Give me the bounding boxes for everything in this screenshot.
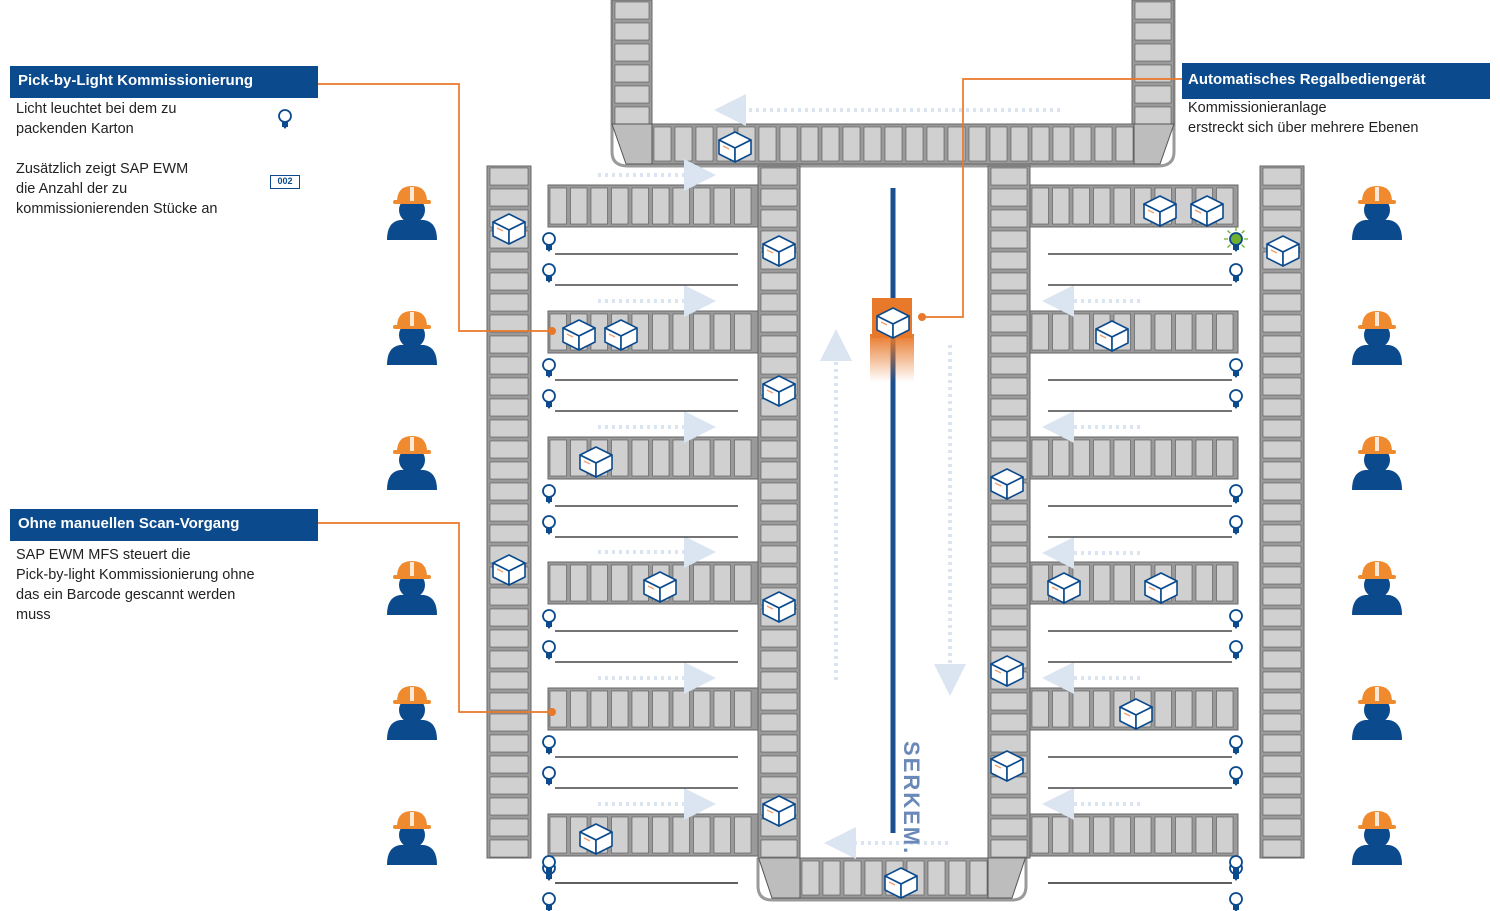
bulb-icon (542, 735, 556, 755)
worker-icon (1352, 186, 1402, 240)
shelf-conveyor (547, 687, 759, 731)
box-icon (492, 213, 526, 245)
bulb-icon (542, 640, 556, 660)
pick-by-light-sap-text: Zusätzlich zeigt SAP EWM die Anzahl der … (16, 161, 218, 217)
box-icon (492, 554, 526, 586)
counter-display: 002 (270, 175, 300, 189)
worker-icon (387, 186, 437, 240)
box-icon (643, 571, 677, 603)
shelf-conveyor (1029, 813, 1239, 857)
shelf-lines (555, 253, 1232, 884)
box-icon (1266, 235, 1300, 267)
serkem-logo: SERKEM. (899, 741, 924, 855)
worker-icon (387, 686, 437, 740)
bulb-icon (542, 358, 556, 378)
worker-icon (387, 811, 437, 865)
workers (387, 186, 1402, 865)
box-icon (990, 750, 1024, 782)
bulb-icon (542, 766, 556, 786)
bulb-icon (542, 609, 556, 629)
legend-icons (278, 109, 292, 129)
bulb-icon (542, 232, 556, 252)
shelf-conveyor (1029, 561, 1239, 605)
worker-icon (387, 436, 437, 490)
vertical-conveyor (1259, 165, 1305, 859)
shelf-conveyor (1029, 436, 1239, 480)
bulb-icon (278, 109, 292, 129)
box-icon (1143, 195, 1177, 227)
box-icon (762, 375, 796, 407)
box-icon (990, 655, 1024, 687)
bulb-icon (542, 515, 556, 535)
bulb-icon (542, 484, 556, 504)
bulb-icon (1229, 855, 1243, 875)
bulb-icon (1229, 515, 1243, 535)
scan-text: SAP EWM MFS steuert die Pick-by-light Ko… (16, 547, 255, 623)
worker-icon (1352, 311, 1402, 365)
box-icon (562, 319, 596, 351)
conveyor-system (486, 0, 1305, 902)
bulb-icon (542, 263, 556, 283)
rbg-text: Kommissionieranlage erstreckt sich über … (1188, 100, 1419, 136)
vertical-conveyor (611, 0, 653, 126)
aisle (598, 94, 1140, 859)
boxes (492, 131, 1300, 899)
pick-by-light-title: Pick-by-Light Kommissionierung (10, 66, 318, 98)
pick-lights (542, 227, 1248, 911)
bulb-icon (1229, 609, 1243, 629)
bulb-icon (1224, 227, 1248, 252)
bulb-icon (1229, 484, 1243, 504)
box-icon (718, 131, 752, 163)
worker-icon (1352, 811, 1402, 865)
box-icon (1144, 572, 1178, 604)
scan-title: Ohne manuellen Scan-Vorgang (10, 509, 318, 541)
bulb-icon (542, 892, 556, 911)
box-icon (762, 591, 796, 623)
bulb-icon (1229, 358, 1243, 378)
bulb-icon (1229, 389, 1243, 409)
shelf-conveyor (1029, 310, 1239, 354)
bulb-icon (1229, 766, 1243, 786)
vertical-conveyor (486, 165, 532, 859)
vertical-conveyor (1131, 0, 1175, 126)
leader-lines (318, 78, 1182, 716)
box-icon (1190, 195, 1224, 227)
box-icon (579, 446, 613, 478)
bulb-icon (542, 855, 556, 875)
box-icon (1119, 698, 1153, 730)
box-icon (876, 307, 910, 339)
bulb-icon (542, 389, 556, 409)
box-icon (579, 823, 613, 855)
shelf-conveyor (547, 813, 759, 857)
vertical-conveyor (757, 165, 801, 859)
worker-icon (387, 561, 437, 615)
shelf-conveyor (547, 184, 759, 228)
bulb-icon (1229, 892, 1243, 911)
box-icon (762, 795, 796, 827)
worker-icon (387, 311, 437, 365)
box-icon (884, 867, 918, 899)
box-icon (604, 319, 638, 351)
box-icon (1095, 320, 1129, 352)
worker-icon (1352, 561, 1402, 615)
box-icon (762, 235, 796, 267)
bulb-icon (1229, 640, 1243, 660)
bulb-icon (1229, 263, 1243, 283)
worker-icon (1352, 436, 1402, 490)
worker-icon (1352, 686, 1402, 740)
bulb-icon (1229, 735, 1243, 755)
box-icon (1047, 572, 1081, 604)
pick-by-light-text: Licht leuchtet bei dem zu packenden Kart… (16, 101, 177, 137)
rbg-title: Automatisches Regalbediengerät (1182, 63, 1490, 99)
box-icon (990, 468, 1024, 500)
